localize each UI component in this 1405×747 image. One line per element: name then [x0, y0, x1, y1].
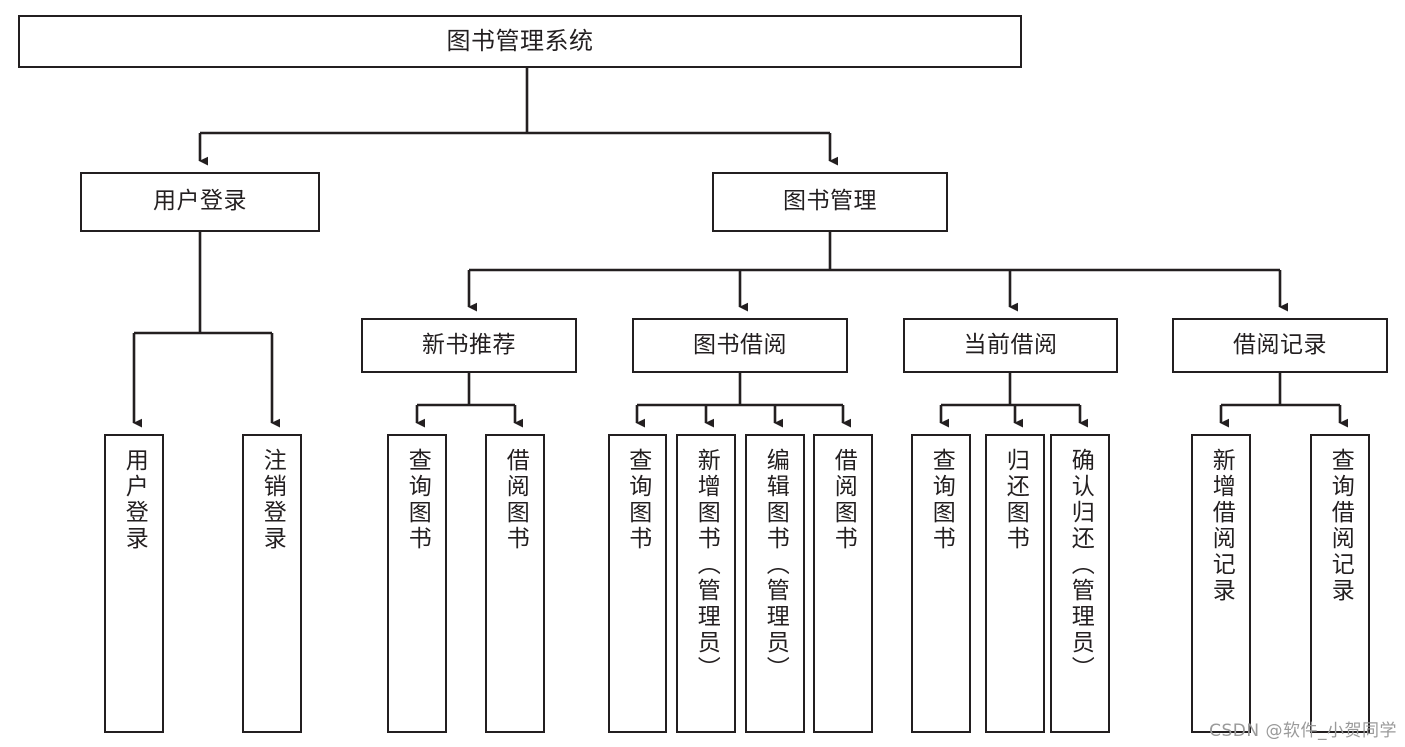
leaf-query-book-2[interactable]: 查询图书 — [608, 434, 667, 733]
leaf-borrow-book-1[interactable]: 借阅图书 — [485, 434, 545, 733]
node-book-manage[interactable]: 图书管理 — [712, 172, 948, 232]
leaf-query-book-3[interactable]: 查询图书 — [911, 434, 971, 733]
node-book-borrow-label: 图书借阅 — [693, 331, 787, 358]
leaf-query-record-label: 查询借阅记录 — [1327, 448, 1354, 604]
node-book-borrow[interactable]: 图书借阅 — [632, 318, 848, 373]
leaf-edit-book-label: 编辑图书（管理员） — [762, 448, 789, 682]
leaf-query-book-1-label: 查询图书 — [404, 448, 431, 552]
leaf-edit-book[interactable]: 编辑图书（管理员） — [745, 434, 805, 733]
leaf-query-book-1[interactable]: 查询图书 — [387, 434, 447, 733]
leaf-add-record-label: 新增借阅记录 — [1208, 448, 1235, 604]
leaf-return-book[interactable]: 归还图书 — [985, 434, 1045, 733]
node-root[interactable]: 图书管理系统 — [18, 15, 1022, 68]
leaf-borrow-book-1-label: 借阅图书 — [502, 448, 529, 552]
node-book-manage-label: 图书管理 — [783, 188, 877, 215]
leaf-query-record[interactable]: 查询借阅记录 — [1310, 434, 1370, 733]
node-new-book-recommend-label: 新书推荐 — [422, 331, 516, 358]
leaf-confirm-return[interactable]: 确认归还（管理员） — [1050, 434, 1110, 733]
leaf-logout[interactable]: 注销登录 — [242, 434, 302, 733]
leaf-add-record[interactable]: 新增借阅记录 — [1191, 434, 1251, 733]
node-user-login[interactable]: 用户登录 — [80, 172, 320, 232]
leaf-logout-label: 注销登录 — [259, 448, 286, 552]
leaf-query-book-3-label: 查询图书 — [928, 448, 955, 552]
node-user-login-label: 用户登录 — [153, 188, 247, 215]
node-borrow-record-label: 借阅记录 — [1233, 331, 1327, 358]
leaf-user-login[interactable]: 用户登录 — [104, 434, 164, 733]
node-root-label: 图书管理系统 — [446, 27, 594, 56]
leaf-add-book[interactable]: 新增图书（管理员） — [676, 434, 736, 733]
leaf-return-book-label: 归还图书 — [1002, 448, 1029, 552]
node-current-borrow-label: 当前借阅 — [963, 331, 1058, 358]
node-current-borrow[interactable]: 当前借阅 — [903, 318, 1118, 373]
leaf-add-book-label: 新增图书（管理员） — [693, 448, 720, 682]
node-new-book-recommend[interactable]: 新书推荐 — [361, 318, 577, 373]
leaf-borrow-book-2-label: 借阅图书 — [830, 448, 857, 552]
watermark: CSDN @软件_小贺同学 — [1209, 721, 1397, 741]
leaf-user-login-label: 用户登录 — [121, 448, 148, 552]
leaf-borrow-book-2[interactable]: 借阅图书 — [813, 434, 873, 733]
leaf-confirm-return-label: 确认归还（管理员） — [1067, 448, 1094, 682]
node-borrow-record[interactable]: 借阅记录 — [1172, 318, 1388, 373]
leaf-query-book-2-label: 查询图书 — [624, 448, 651, 552]
